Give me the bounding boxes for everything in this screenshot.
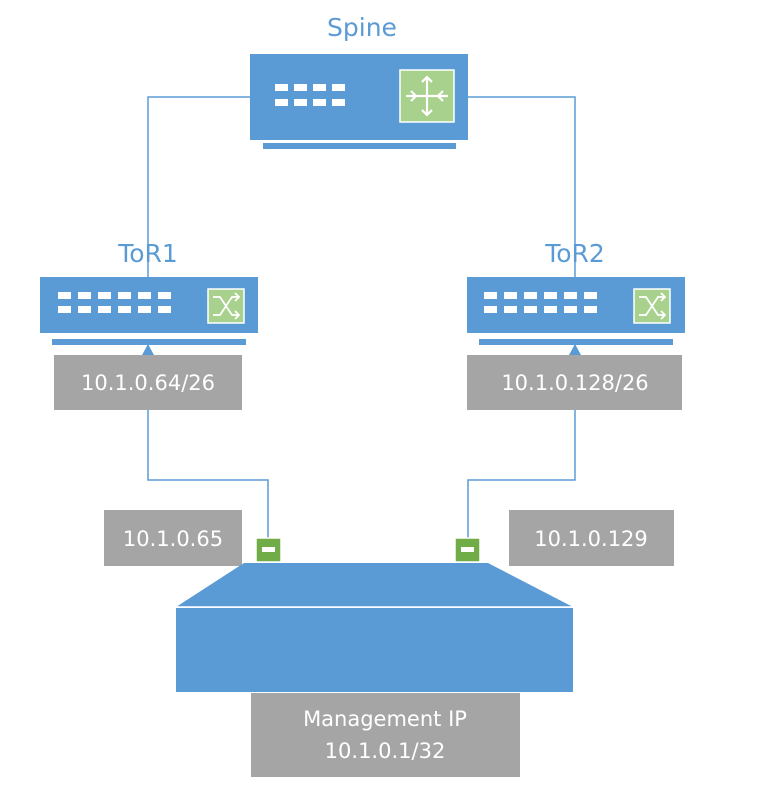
tor1-base — [52, 339, 246, 345]
tor1-device: ToR1 10.1.0.64/26 — [40, 239, 258, 410]
link-spine-tor2 — [468, 96, 576, 278]
port-left-ip: 10.1.0.65 — [123, 527, 223, 551]
nic-port-right-icon — [454, 537, 481, 563]
spine-label: Spine — [327, 13, 397, 42]
tor2-subnet: 10.1.0.128/26 — [501, 371, 648, 395]
arrow-to-tor1-icon — [142, 344, 154, 355]
tor2-ports — [484, 292, 597, 313]
tor2-base — [479, 339, 673, 345]
link-spine-tor1 — [147, 96, 250, 278]
nic-port-left-icon — [255, 537, 282, 563]
tor1-label: ToR1 — [117, 239, 178, 268]
tor2-device: ToR2 10.1.0.128/26 — [467, 239, 685, 410]
tor1-ports — [58, 292, 171, 313]
link-server-tor1 — [147, 345, 269, 540]
link-server-tor2 — [467, 345, 576, 540]
tor1-subnet-box — [54, 355, 242, 410]
arrow-to-tor2-icon — [569, 344, 581, 355]
server-device: 10.1.0.65 10.1.0.129 Management IP 10.1.… — [104, 510, 674, 777]
management-ip-value: 10.1.0.1/32 — [325, 739, 446, 763]
port-right-ip: 10.1.0.129 — [534, 527, 648, 551]
management-ip-label: Management IP — [303, 707, 467, 731]
spine-device: Spine — [250, 13, 468, 149]
server-top — [176, 563, 573, 607]
switch-icon — [207, 288, 245, 324]
port-right-ip-box — [509, 510, 674, 566]
router-icon — [399, 69, 455, 123]
connections — [147, 96, 576, 540]
port-left-ip-box — [104, 510, 242, 566]
management-ip-box — [251, 693, 520, 777]
tor2-label: ToR2 — [544, 239, 605, 268]
server-front — [176, 608, 573, 692]
spine-ports — [275, 84, 345, 106]
spine-base — [263, 143, 456, 149]
tor2-subnet-box — [467, 355, 682, 410]
tor1-subnet: 10.1.0.64/26 — [81, 371, 215, 395]
switch-icon — [633, 288, 671, 324]
